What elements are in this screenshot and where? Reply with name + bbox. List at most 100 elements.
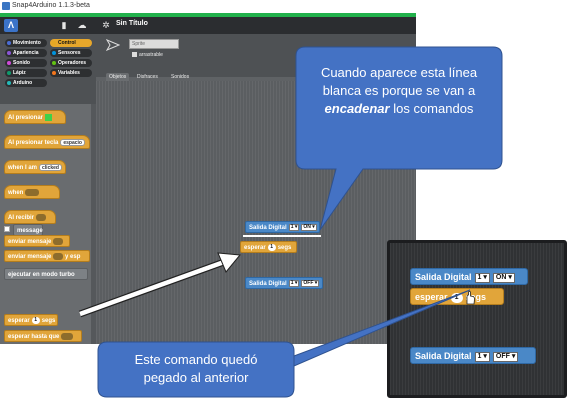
state-dropdown[interactable]: OFF ▾ xyxy=(301,279,320,287)
block-label: Salida Digital xyxy=(249,281,287,287)
callout-bottom-text: Este comando quedó pegado al anterior xyxy=(134,352,258,385)
block-label-tail: y esp xyxy=(65,254,81,260)
tab-objetos[interactable]: Objetos xyxy=(106,73,130,81)
category-operadores[interactable]: Operadores xyxy=(50,59,92,67)
broadcast-slot[interactable] xyxy=(53,237,64,245)
wait-number: 1 xyxy=(450,292,463,303)
file-icon[interactable]: ▮ xyxy=(61,20,67,30)
block-label: esperar xyxy=(415,292,448,302)
tab-disfraces[interactable]: Disfraces xyxy=(137,74,158,80)
pin-value: 1 xyxy=(477,352,482,360)
category-apariencia[interactable]: Apariencia xyxy=(5,49,47,57)
category-movimiento[interactable]: Movimiento xyxy=(5,39,47,47)
palette-scrollbar[interactable] xyxy=(91,104,96,344)
sprite-name-field[interactable]: Sprite xyxy=(129,39,179,49)
key-slot[interactable]: espacio xyxy=(60,138,85,146)
wait-unit: segs xyxy=(465,292,487,302)
draggable-option[interactable]: arrastrable xyxy=(132,52,163,58)
cloud-icon[interactable]: ☁ xyxy=(77,20,87,30)
block-label: Al presionar xyxy=(8,115,44,121)
category-dot xyxy=(52,61,56,65)
green-flag-icon xyxy=(45,113,53,121)
wait-number[interactable]: 1 xyxy=(31,316,40,324)
block-label: enviar mensaje xyxy=(8,239,52,245)
block-run-turbo[interactable]: ejecutar en modo turbo xyxy=(4,268,88,280)
settings-gear-icon[interactable]: ✲ xyxy=(102,20,110,30)
category-control[interactable]: Control xyxy=(50,39,92,47)
block-broadcast[interactable]: enviar mensaje xyxy=(4,235,70,247)
pin-dropdown[interactable]: 1 ▾ xyxy=(288,279,300,287)
state-dropdown[interactable]: ON ▾ xyxy=(301,223,317,231)
block-label: Salida Digital xyxy=(415,272,472,282)
category-selector: Movimiento Control Apariencia Sensores S… xyxy=(0,34,96,104)
sprite-name: Sprite xyxy=(132,41,146,47)
pin-value: 1 xyxy=(477,273,482,281)
project-title: Sin Título xyxy=(116,20,148,27)
tab-sonidos[interactable]: Sonidos xyxy=(171,74,190,80)
message-slot[interactable] xyxy=(36,213,47,221)
category-dot xyxy=(7,61,11,65)
block-label: when xyxy=(8,190,24,196)
category-label: Arduino xyxy=(13,80,33,86)
category-sonido[interactable]: Sonido xyxy=(5,59,47,67)
draggable-label: arrastrable xyxy=(139,52,163,58)
pin-dropdown[interactable]: 1 ▾ xyxy=(288,223,300,231)
state-value: OFF xyxy=(303,279,314,286)
state-value: ON xyxy=(303,223,311,230)
category-dot xyxy=(7,71,11,75)
category-sensores[interactable]: Sensores xyxy=(50,49,92,57)
snap-logo-icon[interactable]: Λ xyxy=(4,19,18,32)
window-title: Snap4Arduino 1.1.3-beta xyxy=(12,2,90,9)
category-label: Lápiz xyxy=(13,70,26,76)
block-label: Al recibir xyxy=(8,215,35,221)
arrow-head xyxy=(217,252,241,273)
window-accent-bar xyxy=(0,13,416,17)
state-value: ON xyxy=(495,273,507,281)
block-label: ejecutar en modo turbo xyxy=(8,272,75,278)
category-lapiz[interactable]: Lápiz xyxy=(5,69,47,77)
block-label: enviar mensaje xyxy=(8,254,52,260)
callout-top-text-emphasis: encadenar xyxy=(324,101,390,116)
wait-unit: segs xyxy=(277,245,292,251)
sprite-arrow-icon xyxy=(106,39,120,51)
block-label: esperar xyxy=(244,245,266,251)
snap-indicator-line xyxy=(243,235,321,237)
category-label: Variables xyxy=(58,70,80,76)
pin-dropdown: 1 ▾ xyxy=(474,272,490,283)
condition-slot[interactable] xyxy=(25,188,40,196)
block-broadcast-wait[interactable]: enviar mensaje y esp xyxy=(4,250,90,262)
pin-dropdown: 1 ▾ xyxy=(474,351,490,362)
block-when-receive[interactable]: Al recibir xyxy=(4,210,56,224)
wait-number[interactable]: 1 xyxy=(267,243,276,251)
app-icon xyxy=(2,2,10,10)
category-label: Control xyxy=(58,40,76,46)
message-checkbox[interactable] xyxy=(4,226,10,232)
wait-unit: segs xyxy=(41,318,56,324)
block-when-condition[interactable]: when xyxy=(4,185,60,199)
block-label: when I am xyxy=(8,165,38,171)
block-when-flag[interactable]: Al presionar xyxy=(4,110,66,124)
category-label: Operadores xyxy=(58,60,87,66)
category-arduino[interactable]: Arduino xyxy=(5,79,47,87)
clicked-slot[interactable]: clicked xyxy=(39,163,62,171)
category-label: Sensores xyxy=(58,50,81,56)
pin-value: 1 xyxy=(290,223,294,230)
category-label: Sonido xyxy=(13,60,30,66)
broadcast-slot[interactable] xyxy=(53,252,64,260)
draggable-checkbox[interactable] xyxy=(132,52,137,58)
hand-cursor-icon xyxy=(466,291,475,305)
category-variables[interactable]: Variables xyxy=(50,69,92,77)
condition-slot[interactable] xyxy=(61,332,74,340)
block-wait-until[interactable]: esperar hasta que xyxy=(4,330,82,342)
category-label: Apariencia xyxy=(13,50,39,56)
block-label: Al presionar tecla xyxy=(8,140,59,146)
